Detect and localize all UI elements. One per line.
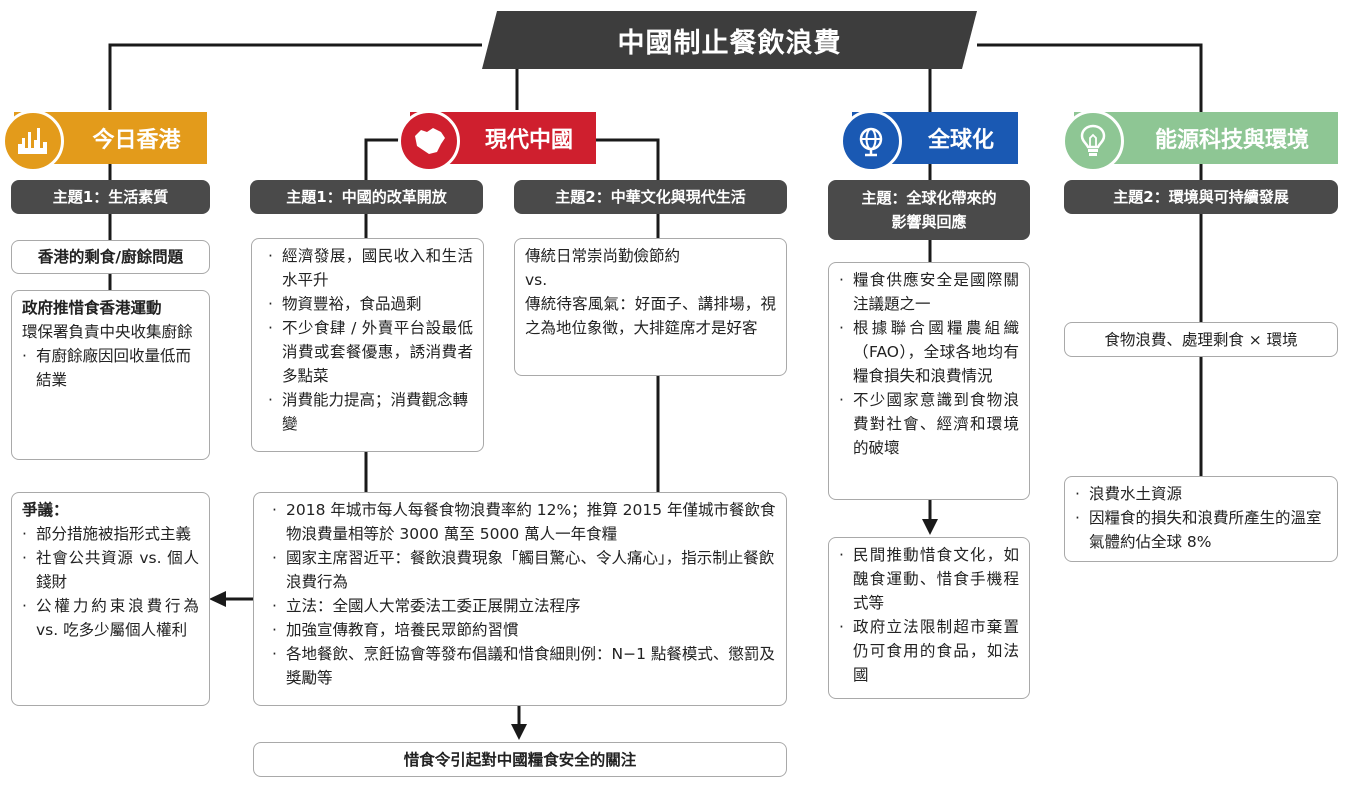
hk-campaign-box: 政府推惜食香港運動 環保署負責中央收集廚餘 有廚餘廠因回收量低而結業 xyxy=(11,290,210,460)
list-item: 經濟發展，國民收入和生活水平升 xyxy=(268,244,473,292)
global-response-list: 民間推動惜食文化，如醜食運動、惜食手機程式等 政府立法限制超市棄置仍可食用的食品… xyxy=(839,543,1019,687)
category-global: 全球化 xyxy=(840,110,1018,172)
arrowhead-down-global xyxy=(922,519,938,535)
china-reform-list: 經濟發展，國民收入和生活水平升 物資豐裕，食品過剩 不少食肆 / 外賣平台設最低… xyxy=(268,244,473,436)
energy-impact-box: 浪費水土資源 因糧食的損失和浪費所產生的溫室氣體約佔全球 8% xyxy=(1064,476,1338,562)
list-item: 不少國家意識到食物浪費對社會、經濟和環境的破壞 xyxy=(839,388,1019,460)
theme-china-reform: 主題1：中國的改革開放 xyxy=(250,180,483,214)
list-item: 根據聯合國糧農組織（FAO），全球各地均有糧食損失和浪費情況 xyxy=(839,316,1019,388)
list-item: 立法：全國人大常委法工委正展開立法程序 xyxy=(272,594,776,618)
arrowhead-down-conclusion xyxy=(511,724,527,740)
list-item: 各地餐飲、烹飪協會等發布倡議和惜食細則例：N−1 點餐模式、懲罰及獎勵等 xyxy=(272,642,776,690)
list-item: 消費能力提高；消費觀念轉變 xyxy=(268,388,473,436)
list-item: 政府立法限制超市棄置仍可食用的食品，如法國 xyxy=(839,615,1019,687)
globe-icon xyxy=(840,110,902,172)
theme-global-line2: 影響與回應 xyxy=(891,213,967,231)
list-item: 社會公共資源 vs. 個人錢財 xyxy=(22,546,199,594)
list-item: 糧食供應安全是國際關注議題之一 xyxy=(839,268,1019,316)
title-banner-shape xyxy=(482,11,977,69)
global-concern-list: 糧食供應安全是國際關注議題之一 根據聯合國糧農組織（FAO），全球各地均有糧食損… xyxy=(839,268,1019,460)
lightbulb-icon xyxy=(1062,110,1124,172)
category-energy-label: 能源科技與環境 xyxy=(1154,128,1309,153)
list-item: 不少食肆 / 外賣平台設最低消費或套餐優惠，誘消費者多點菜 xyxy=(268,316,473,388)
hk-campaign-text: 環保署負責中央收集廚餘 xyxy=(22,323,193,341)
hk-debate-list: 部分措施被指形式主義 社會公共資源 vs. 個人錢財 公權力約束浪費行為 vs.… xyxy=(22,522,199,642)
theme-global-line1: 主題：全球化帶來的 xyxy=(861,189,997,207)
hk-campaign-list: 有廚餘廠因回收量低而結業 xyxy=(22,344,199,392)
page-title: 中國制止餐飲浪費 xyxy=(617,27,842,59)
china-policy-box: 2018 年城市每人每餐食物浪費率約 12%；推算 2015 年僅城市餐飲食物浪… xyxy=(253,492,787,706)
hk-issue-box: 香港的剩食/廚餘問題 xyxy=(11,240,210,274)
hk-debate-title: 爭議： xyxy=(22,501,69,519)
list-item: 物資豐裕，食品過剩 xyxy=(268,292,473,316)
category-energy: 能源科技與環境 xyxy=(1062,110,1338,172)
arrowhead-left xyxy=(209,591,226,607)
global-concern-box: 糧食供應安全是國際關注議題之一 根據聯合國糧農組織（FAO），全球各地均有糧食損… xyxy=(828,262,1030,500)
china-reform-box: 經濟發展，國民收入和生活水平升 物資豐裕，食品過剩 不少食肆 / 外賣平台設最低… xyxy=(251,238,484,452)
theme-global: 主題：全球化帶來的 影響與回應 xyxy=(828,180,1030,240)
china-culture-vs: vs. xyxy=(525,271,548,289)
china-map-icon xyxy=(398,110,460,172)
theme-hk: 主題1：生活素質 xyxy=(11,180,210,214)
china-policy-list: 2018 年城市每人每餐食物浪費率約 12%；推算 2015 年僅城市餐飲食物浪… xyxy=(272,498,776,690)
list-item: 浪費水土資源 xyxy=(1075,482,1327,506)
china-culture-line1: 傳統日常崇尚勤儉節約 xyxy=(525,247,681,265)
category-global-label: 全球化 xyxy=(927,128,994,153)
list-item: 加強宣傳教育，培養民眾節約習慣 xyxy=(272,618,776,642)
theme-china-culture: 主題2：中華文化與現代生活 xyxy=(514,180,787,214)
hk-campaign-title: 政府推惜食香港運動 xyxy=(22,299,162,317)
city-skyline-icon xyxy=(2,110,64,172)
theme-energy: 主題2：環境與可持續發展 xyxy=(1064,180,1338,214)
list-item: 因糧食的損失和浪費所產生的溫室氣體約佔全球 8% xyxy=(1075,506,1327,554)
category-hk: 今日香港 xyxy=(2,110,207,172)
china-culture-box: 傳統日常崇尚勤儉節約 vs. 傳統待客風氣：好面子、講排場，視之為地位象徵，大排… xyxy=(514,238,787,376)
list-item: 公權力約束浪費行為 vs. 吃多少屬個人權利 xyxy=(22,594,199,642)
hk-debate-box: 爭議： 部分措施被指形式主義 社會公共資源 vs. 個人錢財 公權力約束浪費行為… xyxy=(11,492,210,706)
list-item: 2018 年城市每人每餐食物浪費率約 12%；推算 2015 年僅城市餐飲食物浪… xyxy=(272,498,776,546)
china-conclusion-box: 惜食令引起對中國糧食安全的關注 xyxy=(253,742,787,777)
connector-title-hk xyxy=(108,43,482,110)
category-china: 現代中國 xyxy=(398,110,596,172)
category-hk-label: 今日香港 xyxy=(92,128,181,153)
energy-impact-list: 浪費水土資源 因糧食的損失和浪費所產生的溫室氣體約佔全球 8% xyxy=(1075,482,1327,554)
list-item: 有廚餘廠因回收量低而結業 xyxy=(22,344,199,392)
energy-link-box: 食物浪費、處理剩食 × 環境 xyxy=(1064,322,1338,357)
category-china-label: 現代中國 xyxy=(484,128,573,153)
list-item: 國家主席習近平：餐飲浪費現象「觸目驚心、令人痛心」，指示制止餐飲浪費行為 xyxy=(272,546,776,594)
global-response-box: 民間推動惜食文化，如醜食運動、惜食手機程式等 政府立法限制超市棄置仍可食用的食品… xyxy=(828,537,1030,699)
list-item: 民間推動惜食文化，如醜食運動、惜食手機程式等 xyxy=(839,543,1019,615)
china-culture-line2: 傳統待客風氣：好面子、講排場，視之為地位象徵，大排筵席才是好客 xyxy=(525,295,776,337)
connector-title-energy xyxy=(977,43,1203,112)
list-item: 部分措施被指形式主義 xyxy=(22,522,199,546)
